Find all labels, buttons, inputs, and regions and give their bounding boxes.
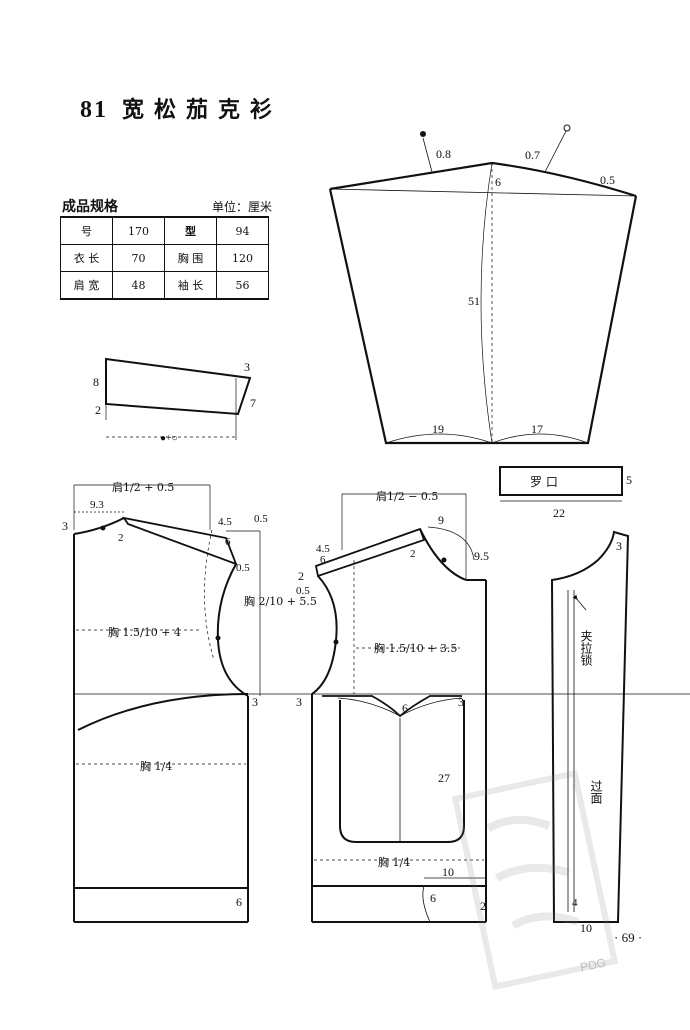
page-title: 81 宽松茄克衫 [80, 92, 282, 124]
table-cell: 70 [112, 244, 165, 272]
front-neck-9-5-label: 9.5 [474, 549, 489, 563]
table-row: 号 170 型 94 [60, 216, 269, 245]
facing-bottom-10-label: 10 [580, 921, 592, 935]
table-row: 衣 长 70 胸 围 120 [60, 244, 269, 272]
cuff-pattern: 罗 口 5 22 [499, 466, 632, 520]
front-shoulder-6-label: 6 [320, 554, 326, 566]
table-cell: 94 [216, 216, 269, 245]
back-neck-width-label: 9.3 [90, 499, 104, 511]
table-cell: 肩 宽 [60, 271, 113, 300]
facing-zipper-label: 夹拉锁 [579, 630, 593, 666]
table-cell: 袖 长 [164, 271, 217, 300]
table-cell: 120 [216, 244, 269, 272]
front-shoulder-4-5-label: 4.5 [316, 543, 330, 555]
front-chest-quarter-formula: 胸 1/4 [378, 855, 410, 869]
title-number: 81 [80, 97, 108, 123]
front-pocket-27-label: 27 [438, 771, 450, 785]
collar-length-label: ●+○ [160, 433, 178, 444]
collar-left-bottom-label: 2 [95, 403, 101, 417]
back-neck-drop-label: 2 [118, 532, 124, 544]
table-row: 肩 宽 48 袖 长 56 [60, 271, 269, 300]
table-cell: 衣 长 [60, 244, 113, 272]
front-hem-2-label: 2 [480, 899, 486, 913]
front-neck-9-label: 9 [438, 513, 444, 527]
front-shoulder-formula: 肩1/2 − 0.5 [376, 489, 438, 503]
table-cell: 56 [216, 271, 269, 300]
front-body-pattern: 肩1/2 − 0.5 9 9.5 4.5 2 6 2 0.5 胸 1.5/10 … [296, 489, 489, 923]
table-cell: 胸 围 [164, 244, 217, 272]
cuff-length-label: 22 [553, 506, 565, 520]
cuff-height-label: 5 [626, 473, 632, 487]
spec-table: 号 170 型 94 衣 长 70 胸 围 120 肩 宽 48 袖 长 56 [60, 216, 269, 300]
title-text: 宽松茄克衫 [122, 97, 283, 123]
front-yoke-6-label: 6 [402, 701, 408, 715]
back-chest-depth-formula: 胸 1.5/10 + 4 [108, 625, 181, 639]
front-shoulder-2-label: 2 [410, 548, 416, 560]
back-hem-6-label: 6 [236, 895, 242, 909]
sleeve-hem-left-label: 19 [432, 422, 444, 436]
watermark-seal-icon [451, 769, 619, 991]
table-cell: 型 [164, 216, 217, 245]
front-shoulder-0-5-label: 0.5 [296, 585, 310, 597]
front-yoke-3-label: 3 [458, 695, 464, 709]
back-body-pattern: 肩1/2 + 0.5 9.3 3 2 4.5 0.5 6 0.5 胸 2/10 … [62, 480, 690, 923]
sleeve-length-label: 51 [468, 294, 480, 308]
cuff-label: 罗 口 [530, 475, 558, 489]
collar-height-label: 8 [93, 375, 99, 389]
back-shoulder-formula: 肩1/2 + 0.5 [112, 480, 174, 494]
back-shoulder-6-label: 6 [225, 536, 231, 548]
front-neck-drop-2-label: 2 [298, 569, 304, 583]
front-chest-depth-formula: 胸 1.5/10 + 3.5 [374, 641, 457, 655]
sleeve-cap-back-label: 0.7 [525, 148, 540, 162]
sleeve-cap-end-label: 0.5 [600, 173, 615, 187]
facing-pattern: 3 夹拉锁 过面 4 10 [550, 530, 630, 935]
back-armhole-formula: 胸 2/10 + 5.5 [244, 594, 317, 608]
facing-bottom-4-label: 4 [572, 897, 578, 909]
collar-right-top-label: 3 [244, 360, 250, 374]
spec-heading: 成品规格 [62, 199, 118, 215]
back-neck-left-label: 3 [62, 519, 68, 533]
sleeve-cap-front-label: 0.8 [436, 147, 451, 161]
spec-unit: 单位：厘米 [212, 200, 273, 214]
back-shoulder-0-5b-label: 0.5 [236, 562, 250, 574]
facing-label: 过面 [589, 780, 603, 804]
back-shoulder-4-5-label: 4.5 [218, 516, 232, 528]
sleeve-pattern: 0.8 0.7 0.5 6 51 19 17 [328, 124, 638, 445]
back-armhole-3-label: 3 [252, 695, 258, 709]
facing-top-label: 3 [616, 539, 622, 553]
front-hem-6-label: 6 [430, 891, 436, 905]
sleeve-hem-right-label: 17 [531, 422, 543, 436]
front-hem-10-label: 10 [442, 865, 454, 879]
collar-right-bottom-label: 7 [250, 396, 256, 410]
page-number: · 69 · [614, 930, 643, 945]
collar-pattern: 3 8 2 7 ●+○ [93, 357, 256, 444]
back-chest-quarter-formula: 胸 1/4 [140, 759, 172, 773]
sleeve-top-label: 6 [495, 175, 501, 189]
back-shoulder-0-5a-label: 0.5 [254, 513, 268, 525]
front-armhole-3-label: 3 [296, 695, 302, 709]
